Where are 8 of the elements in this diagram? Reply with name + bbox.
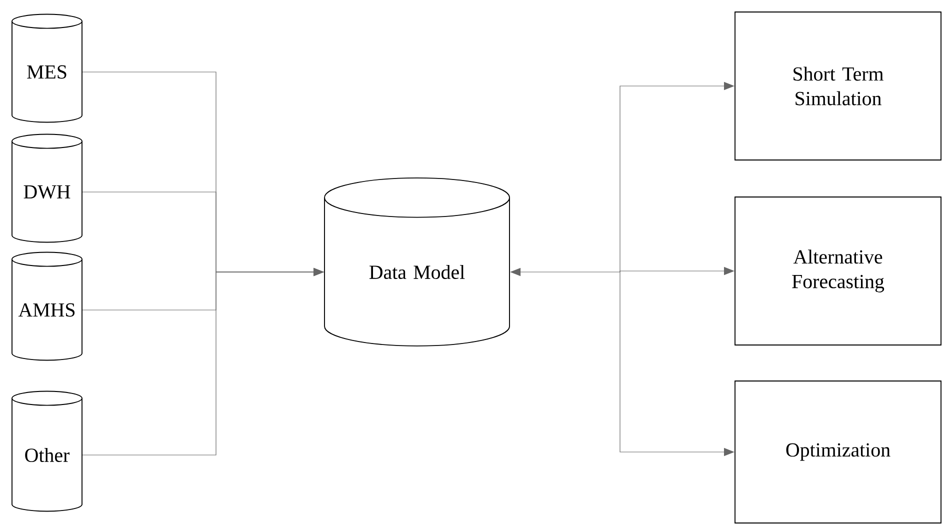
database-cylinder: MES [12,14,82,123]
database-cylinder: Other [12,390,82,512]
database-cylinder: Data Model [324,177,510,346]
database-cylinder: AMHS [12,252,82,361]
process-box: Short Term Simulation [734,12,942,160]
process-box: Alternative Forecasting [734,196,942,346]
database-cylinder: DWH [12,134,82,243]
process-box: Optimization [734,380,942,524]
